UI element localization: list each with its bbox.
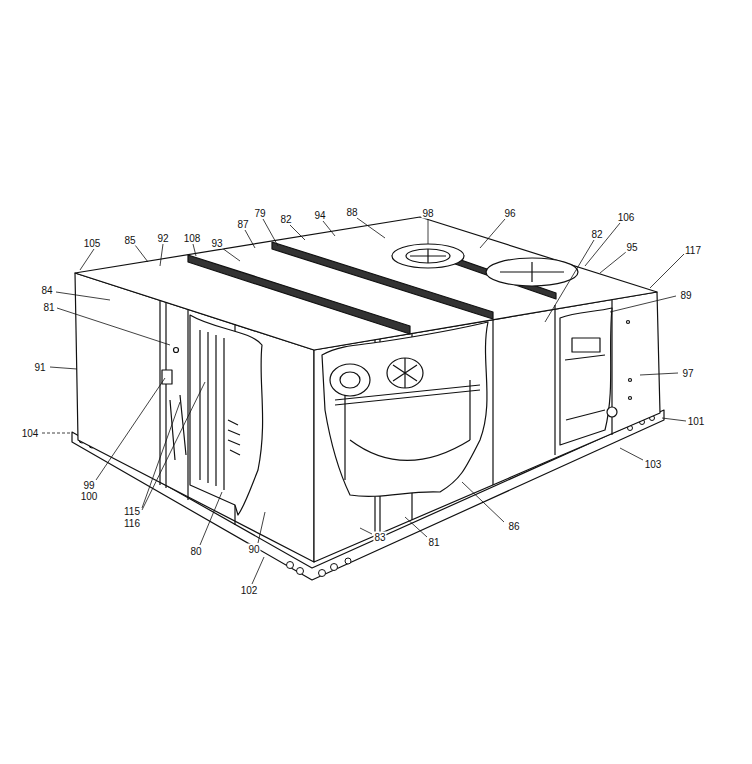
callout-number: 87: [236, 219, 249, 230]
callout-number: 115: [123, 506, 141, 517]
callout-number: 83: [373, 532, 386, 543]
callout-number: 101: [687, 416, 706, 427]
callout-number: 97: [681, 368, 694, 379]
callout-number: 88: [345, 207, 358, 218]
callout-number: 85: [123, 235, 136, 246]
callout-number: 105: [83, 238, 102, 249]
callout-number: 81: [42, 302, 55, 313]
callout-number: 98: [421, 208, 434, 219]
callout-number: 108: [183, 233, 202, 244]
callout-number: 86: [507, 521, 520, 532]
callout-number: 82: [590, 229, 603, 240]
callout-number: 93: [210, 238, 223, 249]
callout-number: 79: [253, 208, 266, 219]
callout-number: 96: [503, 208, 516, 219]
callout-number: 95: [625, 242, 638, 253]
callout-number: 106: [617, 212, 636, 223]
callout-number: 117: [684, 245, 702, 256]
callout-number: 89: [679, 290, 692, 301]
callout-number: 102: [240, 585, 259, 596]
callout-number: 100: [80, 491, 99, 502]
callout-number: 92: [156, 233, 169, 244]
callout-number: 103: [644, 459, 663, 470]
callout-number: 84: [40, 285, 53, 296]
callout-number: 116: [123, 518, 141, 529]
callout-number: 81: [427, 537, 440, 548]
callout-number: 91: [33, 362, 46, 373]
callout-number: 80: [189, 546, 202, 557]
callout-number: 104: [21, 428, 40, 439]
callout-number: 90: [247, 544, 260, 555]
callout-number: 82: [279, 214, 292, 225]
callout-number: 99: [82, 480, 95, 491]
callout-number: 94: [313, 210, 326, 221]
